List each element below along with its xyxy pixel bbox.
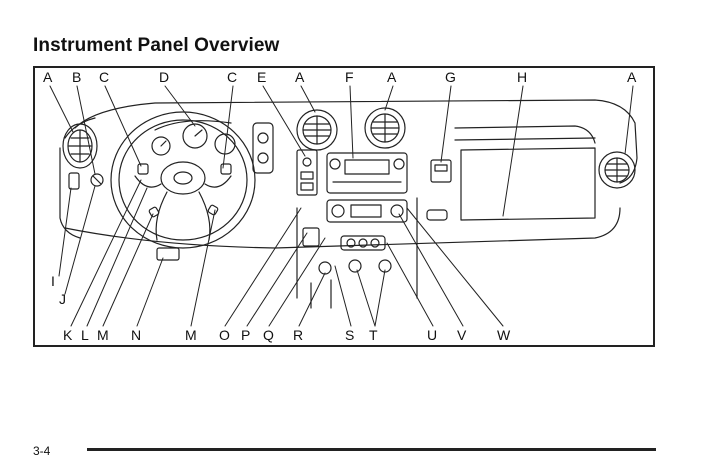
instrument-cluster — [151, 120, 236, 156]
callouts-bottom: K L M N M O P Q R S T U V W — [63, 327, 511, 343]
callout-j: J — [59, 291, 66, 307]
callout-p: P — [241, 327, 250, 343]
center-right-vent — [364, 107, 406, 149]
center-left-vent — [296, 109, 338, 151]
auxiliary-gauges — [252, 122, 274, 174]
power-outlet — [318, 261, 332, 275]
callout-m: M — [97, 327, 109, 343]
callout-l: L — [81, 327, 89, 343]
callout-h: H — [517, 69, 527, 85]
callout-a: A — [295, 69, 305, 85]
console-knob-left — [348, 259, 362, 273]
callouts-top: A B C D C E A F A G H A — [43, 69, 637, 85]
glove-box — [426, 125, 596, 221]
right-outer-vent — [598, 151, 636, 189]
callout-m: M — [185, 327, 197, 343]
callout-r: R — [293, 327, 303, 343]
callout-f: F — [345, 69, 354, 85]
headlamp-knob — [90, 173, 104, 187]
light-switch — [68, 172, 80, 190]
instrument-panel-illustration: A B C D C E A F A G H A I J K L M N M O … — [33, 66, 655, 347]
dashboard-drawing: A B C D C E A F A G H A I J K L M N M O … — [43, 69, 638, 343]
callout-n: N — [131, 327, 141, 343]
callout-t: T — [369, 327, 378, 343]
footer-rule — [87, 448, 656, 451]
callout-a: A — [387, 69, 397, 85]
switch-panel — [296, 149, 318, 196]
callout-a: A — [43, 69, 53, 85]
callout-e: E — [257, 69, 266, 85]
page-title: Instrument Panel Overview — [33, 35, 280, 56]
callout-w: W — [497, 327, 511, 343]
callout-q: Q — [263, 327, 274, 343]
steering-column — [156, 247, 180, 261]
callout-a: A — [627, 69, 637, 85]
climate-controls — [326, 199, 408, 223]
page-number: 3-4 — [33, 444, 51, 458]
left-outer-vent — [62, 123, 98, 169]
audio-system — [326, 152, 408, 194]
callout-g: G — [445, 69, 456, 85]
callout-k: K — [63, 327, 73, 343]
callouts-left: I J — [51, 273, 66, 307]
callout-d: D — [159, 69, 169, 85]
callout-c: C — [227, 69, 237, 85]
shift-lever-area — [302, 227, 320, 247]
console-switches — [340, 235, 386, 251]
callout-u: U — [427, 327, 437, 343]
callout-s: S — [345, 327, 354, 343]
callout-i: I — [51, 273, 55, 289]
callout-leaders — [49, 85, 634, 327]
callout-o: O — [219, 327, 230, 343]
callout-c: C — [99, 69, 109, 85]
callout-v: V — [457, 327, 467, 343]
steering-wheel — [110, 111, 256, 249]
callout-b: B — [72, 69, 81, 85]
